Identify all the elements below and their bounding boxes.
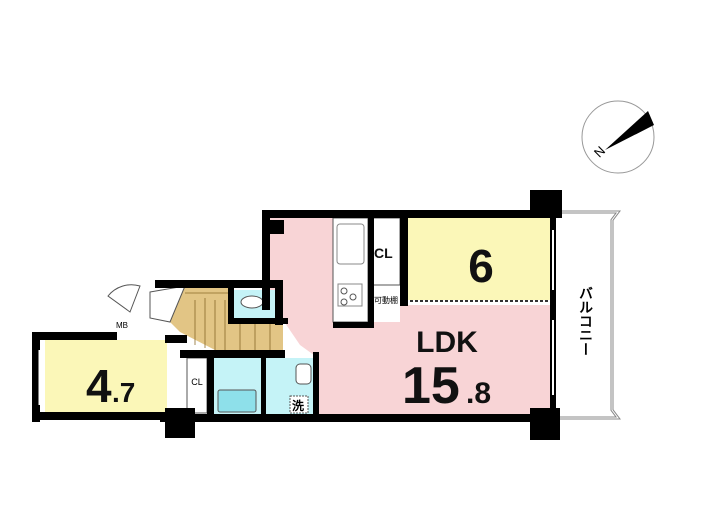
movable-shelf: [372, 292, 400, 306]
stove-icon: [337, 283, 363, 307]
wash-basin-icon: [295, 363, 312, 385]
washer-space: [289, 395, 309, 414]
ldk-size-main: 15: [402, 357, 460, 415]
compass: N: [581, 100, 655, 174]
north-arrow-icon: [605, 111, 654, 150]
walls: [32, 190, 562, 440]
washer-label: 洗: [292, 398, 304, 413]
bedroom-size-decimal: .7: [112, 377, 135, 408]
toilet-icon: [240, 295, 264, 309]
bathtub-icon: [217, 389, 257, 413]
meter-box-label: MB: [116, 321, 128, 330]
bedroom: [45, 340, 167, 412]
closet-small-label: CL: [191, 377, 203, 387]
sink-icon: [336, 223, 365, 265]
balcony: バルコニー: [556, 210, 621, 420]
movable-shelf-label: 可動棚: [374, 295, 398, 305]
closet-main-label: CL: [374, 245, 393, 261]
ldk-label: LDK: [416, 326, 478, 359]
balcony-label: バルコニー: [578, 286, 594, 356]
western-room-size: 6: [468, 240, 494, 292]
ldk-room: [270, 218, 550, 415]
western-room: [408, 218, 550, 300]
ldk-size-decimal: .8: [466, 377, 491, 410]
bedroom-size-main: 4: [86, 360, 112, 412]
entrance-door: [107, 284, 141, 313]
